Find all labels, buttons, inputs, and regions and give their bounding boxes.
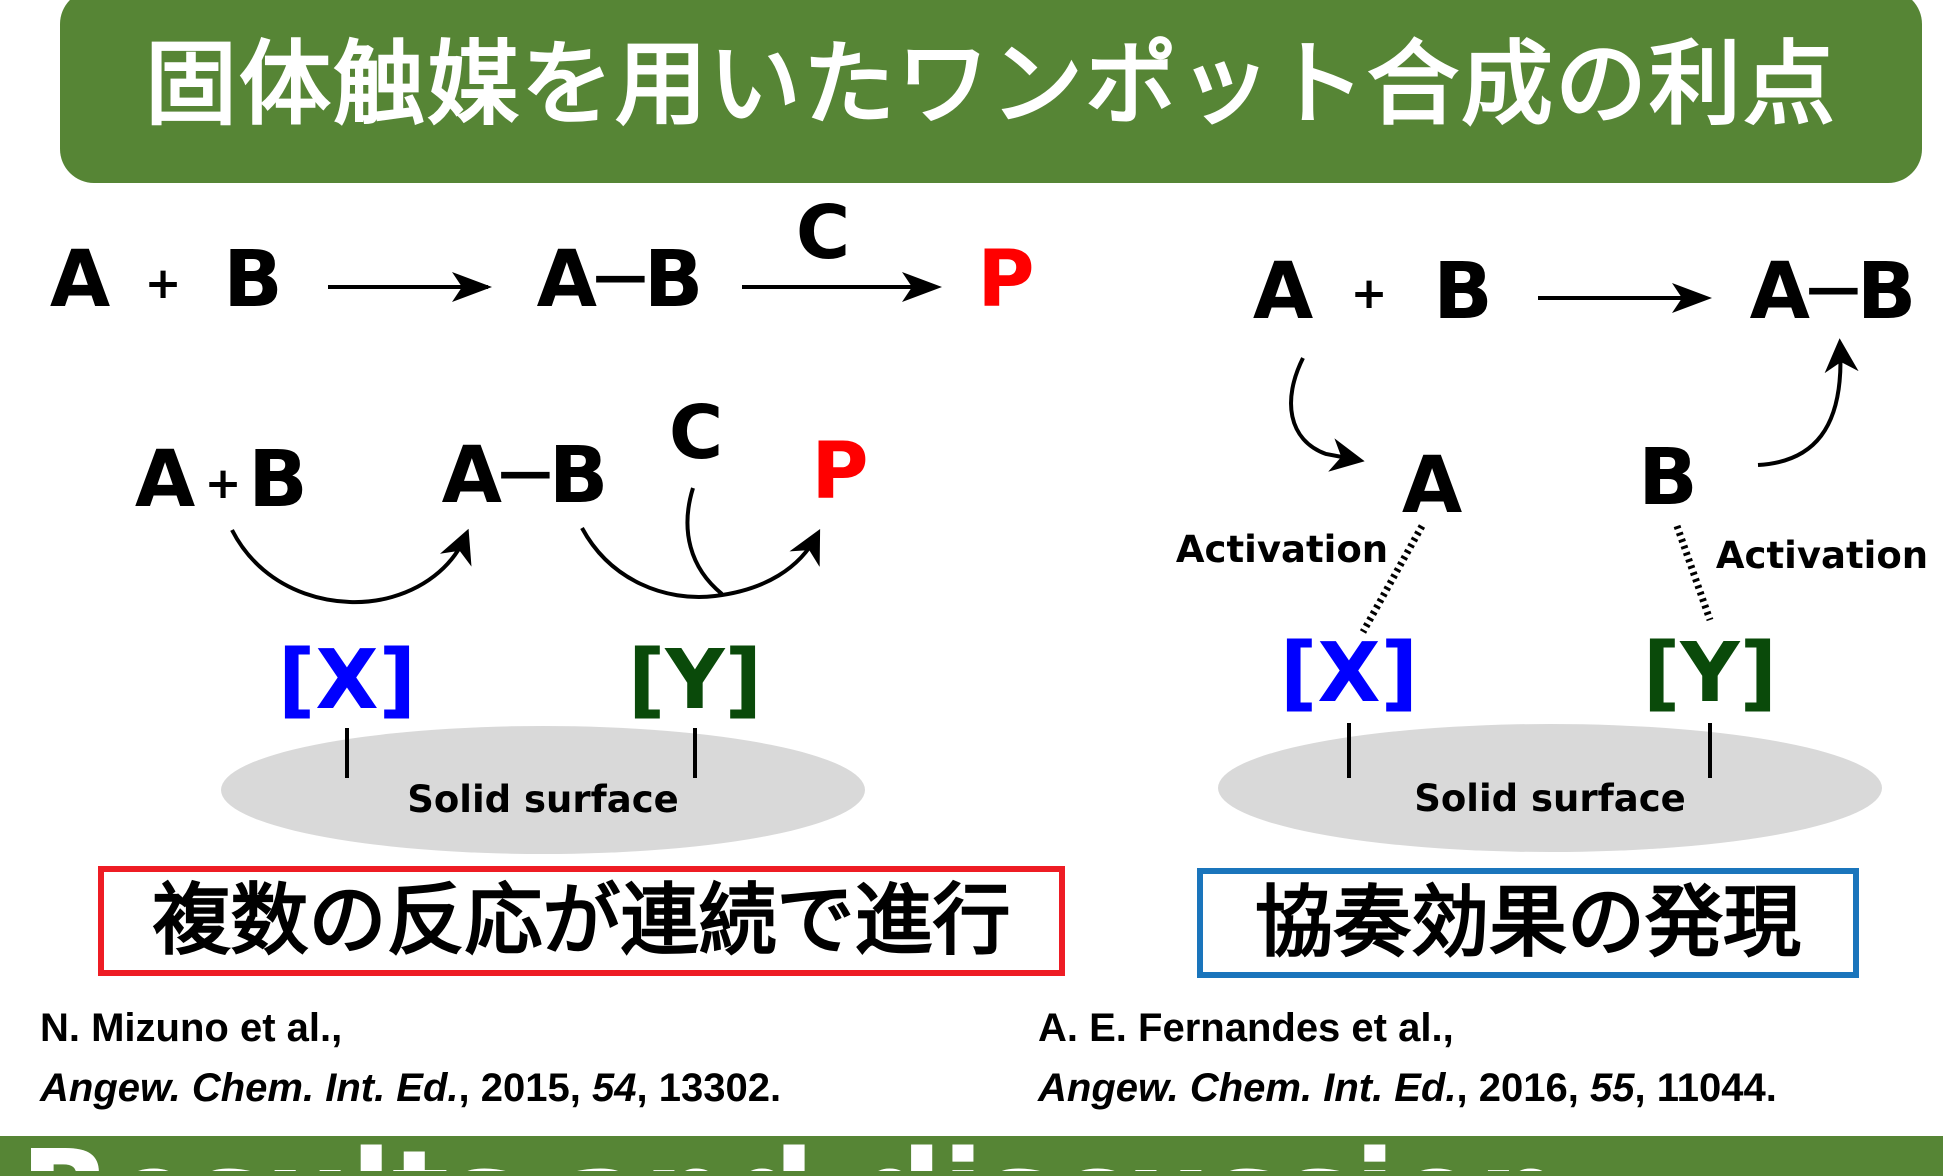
left-top-reactant-a: A: [50, 235, 110, 325]
right-reference-year: , 2016,: [1456, 1066, 1590, 1110]
right-activated-a: A: [1402, 441, 1462, 531]
left-catalyst-y: [Y]: [628, 633, 762, 728]
right-activation-bond-b: [1673, 524, 1714, 622]
right-conclusion-box: 協奏効果の発現: [1197, 868, 1859, 978]
left-conclusion-box: 複数の反応が連続で進行: [98, 866, 1065, 976]
right-catalyst-x: [X]: [1280, 626, 1418, 721]
title-banner: [60, 0, 1922, 183]
right-top-equation: A + B A─B: [1253, 247, 1917, 337]
right-activated-b: B: [1638, 433, 1697, 523]
right-curved-arrow-form-ab: [1757, 338, 1859, 467]
left-reference-citation: Angew. Chem. Int. Ed., 2015, 54, 13302.: [40, 1060, 781, 1116]
right-top-reactant-b: B: [1433, 247, 1492, 337]
right-top-arrowhead: [1672, 283, 1712, 313]
left-top-intermediate: A─B: [537, 235, 704, 325]
left-top-arrowhead-1: [452, 272, 492, 302]
right-reference-volume: 55: [1589, 1066, 1635, 1110]
right-surface-label: Solid surface: [1414, 777, 1686, 820]
right-top-product: A─B: [1750, 247, 1917, 337]
left-catalysis: A + B A─B C P Solid surface [X] [Y]: [135, 390, 869, 854]
right-reference-authors: A. E. Fernandes et al.,: [1038, 1006, 1454, 1050]
left-surface-label: Solid surface: [407, 778, 679, 821]
right-top-reactant-a: A: [1253, 247, 1313, 337]
left-top-equation: A + B A─B C P: [50, 190, 1035, 325]
left-plus: +: [205, 458, 242, 509]
left-top-reagent-c: C: [796, 190, 850, 276]
left-conclusion-text: 複数の反応が連続で進行: [152, 876, 1011, 966]
footer-heading: Results and discussion: [20, 1136, 1563, 1171]
right-reference-journal: Angew. Chem. Int. Ed.: [1038, 1066, 1457, 1110]
right-reference-pages: , 11044.: [1634, 1066, 1777, 1110]
left-reagent-c-arc: [685, 487, 724, 596]
right-reference-citation: Angew. Chem. Int. Ed., 2016, 55, 11044.: [1038, 1060, 1777, 1116]
right-catalysis: A B Activation Activation Solid surface …: [1176, 338, 1928, 852]
footer-banner: [0, 1136, 1943, 1176]
left-reactant-a: A: [135, 435, 195, 525]
left-reference-volume: 54: [591, 1066, 637, 1110]
left-top-plus: +: [145, 258, 182, 309]
right-activation-label-left: Activation: [1176, 528, 1388, 571]
left-curved-arrow-1: [230, 528, 472, 605]
left-reactant-b: B: [248, 435, 307, 525]
left-top-product: P: [977, 235, 1034, 325]
left-reference-journal: Angew. Chem. Int. Ed.: [40, 1066, 459, 1110]
right-catalyst-y: [Y]: [1643, 626, 1777, 721]
left-solid-surface: [221, 726, 865, 854]
left-curved-arrow-2: [580, 527, 821, 599]
left-product: P: [811, 427, 868, 517]
right-activation-label-right: Activation: [1716, 534, 1928, 577]
left-catalyst-x: [X]: [278, 633, 416, 728]
left-top-reactant-b: B: [223, 235, 282, 325]
left-intermediate: A─B: [442, 431, 609, 521]
right-curved-arrow-activate-a: [1289, 357, 1365, 472]
left-reagent-c: C: [669, 390, 723, 476]
slide-title: 固体触媒を用いたワンポット合成の利点: [144, 31, 1837, 138]
right-top-plus: +: [1351, 268, 1388, 319]
left-reference-year: , 2015,: [458, 1066, 592, 1110]
left-reference-authors: N. Mizuno et al.,: [40, 1006, 343, 1050]
left-reference-pages: , 13302.: [636, 1066, 782, 1110]
right-solid-surface: [1218, 724, 1882, 852]
right-conclusion-text: 協奏効果の発現: [1254, 878, 1801, 968]
left-top-arrowhead-2: [902, 272, 942, 302]
